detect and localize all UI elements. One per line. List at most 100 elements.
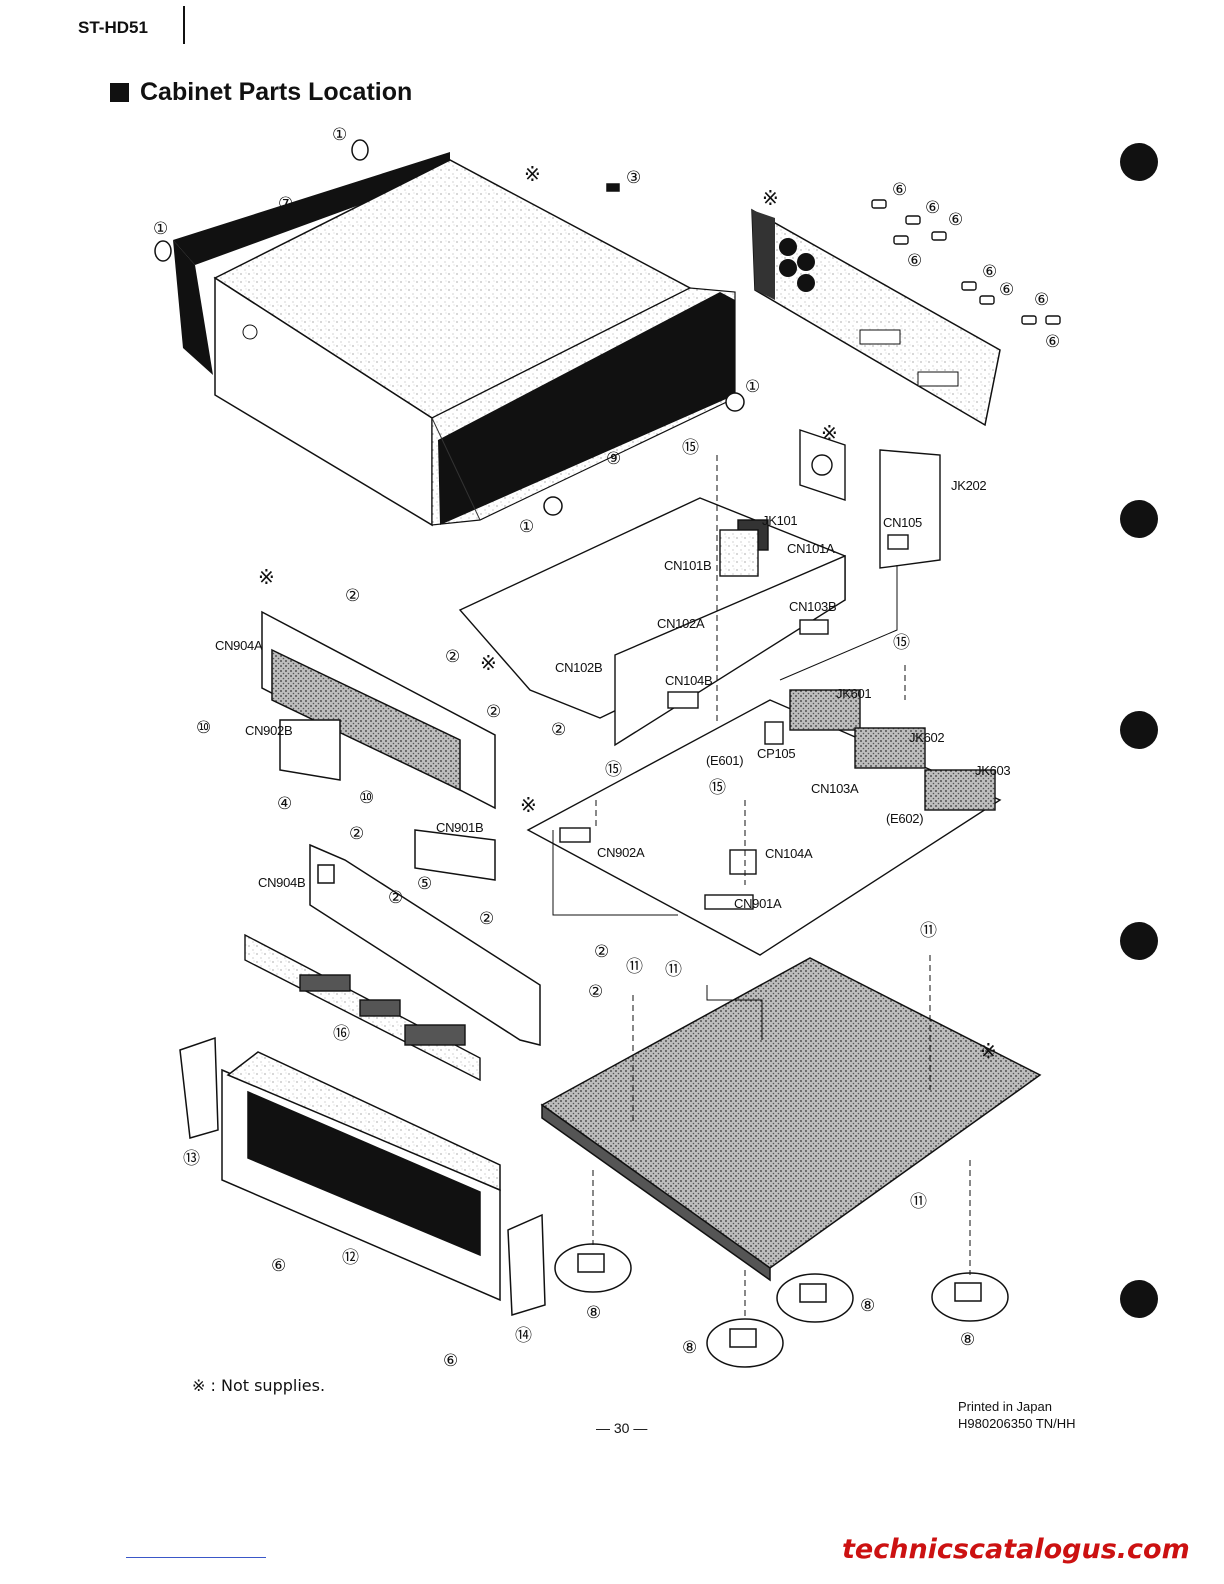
connector-labels: JK202 CN105 JK101 CN101B CN101A CN103B C… <box>215 478 1011 911</box>
callout-3: ③ <box>626 168 641 188</box>
binder-hole-1 <box>1120 143 1158 181</box>
not-supplied-mark-5: ※ <box>480 651 497 675</box>
top-cover <box>173 152 736 527</box>
title-square-icon <box>110 83 129 102</box>
callout-8-b: ⑧ <box>860 1296 875 1316</box>
callout-2-e: ② <box>349 824 364 844</box>
callout-6-front-b: ⑥ <box>443 1351 458 1371</box>
callout-8-c: ⑧ <box>682 1338 697 1358</box>
callout-2-c: ② <box>486 702 501 722</box>
not-supplied-mark-4: ※ <box>258 565 275 589</box>
label-jk602: JK602 <box>909 730 944 745</box>
callout-16: ⑯ <box>333 1024 350 1044</box>
callout-11-b: ⑪ <box>665 960 682 980</box>
callout-6-r1: ⑥ <box>892 180 907 200</box>
callout-6-r4: ⑥ <box>907 251 922 271</box>
callout-15-b: ⑮ <box>893 633 910 653</box>
screws-top <box>154 139 745 516</box>
not-supplied-mark-3: ※ <box>821 421 838 445</box>
callout-6-r5: ⑥ <box>982 262 997 282</box>
callout-15-c: ⑮ <box>605 760 622 780</box>
not-supplied-mark-7: ※ <box>980 1039 997 1063</box>
main-pcb <box>458 497 846 747</box>
print-info: Printed in Japan H980206350 TN/HH <box>958 1398 1076 1432</box>
callout-2-i: ② <box>588 982 603 1002</box>
feet <box>554 1243 1009 1368</box>
model-number: ST-HD51 <box>78 18 148 37</box>
callout-6-r7: ⑥ <box>1034 290 1049 310</box>
callout-2-h: ② <box>594 942 609 962</box>
label-jk202: JK202 <box>951 478 986 493</box>
callout-6-front-a: ⑥ <box>271 1256 286 1276</box>
callout-5: ⑤ <box>417 874 432 894</box>
callout-1-left: ① <box>153 219 168 239</box>
callout-6-r8: ⑥ <box>1045 332 1060 352</box>
header-divider <box>183 6 185 44</box>
callout-4: ④ <box>277 794 292 814</box>
callout-2-a: ② <box>345 586 360 606</box>
callout-11-c: ⑪ <box>920 921 937 941</box>
callout-6-r2: ⑥ <box>925 198 940 218</box>
label-cn102b: CN102B <box>555 660 602 675</box>
callout-2-b: ② <box>445 647 460 667</box>
callout-14: ⑭ <box>515 1326 532 1346</box>
front-bracket <box>309 843 541 1046</box>
label-e602: (E602) <box>886 811 923 826</box>
callout-1-bottom: ① <box>519 517 534 537</box>
not-supplied-legend: ※ : Not supplies. <box>192 1376 326 1395</box>
front-panel <box>179 1036 546 1316</box>
callout-7: ⑦ <box>278 194 293 214</box>
callout-9: ⑨ <box>606 449 621 469</box>
leader-lines <box>592 455 971 1320</box>
label-jk603: JK603 <box>975 763 1010 778</box>
label-cn105: CN105 <box>883 515 922 530</box>
callout-6-r6: ⑥ <box>999 280 1014 300</box>
binder-hole-5 <box>1120 1280 1158 1318</box>
label-cp105: CP105 <box>757 746 795 761</box>
label-cn904b: CN904B <box>258 875 305 890</box>
watermark-link[interactable]: technicscatalogus.com <box>842 1534 1190 1565</box>
callout-1-right: ① <box>745 377 760 397</box>
binder-hole-2 <box>1120 500 1158 538</box>
callout-11-a: ⑪ <box>626 957 643 977</box>
callout-2-d: ② <box>551 720 566 740</box>
callout-8-d: ⑧ <box>960 1330 975 1350</box>
label-cn103b: CN103B <box>789 599 836 614</box>
callout-10-a: ⑩ <box>196 718 211 738</box>
callout-11-d: ⑪ <box>910 1192 927 1212</box>
rear-screws <box>871 199 1061 325</box>
label-jk601: JK601 <box>836 686 871 701</box>
callout-12: ⑫ <box>342 1248 359 1268</box>
callout-15-a: ⑮ <box>682 438 699 458</box>
callouts: ① ① ① ① ⑦ ③ ⑨ ⑥ ⑥ ⑥ ⑥ ⑥ ⑥ ⑥ ⑥ ⑮ ⑮ ⑮ ⑮ ② … <box>153 125 1060 1371</box>
link-underline <box>126 1557 266 1558</box>
not-supplied-mark-6: ※ <box>520 793 537 817</box>
label-e601: (E601) <box>706 753 743 768</box>
label-cn904a: CN904A <box>215 638 263 653</box>
binder-hole-4 <box>1120 922 1158 960</box>
printed-line-1: Printed in Japan <box>958 1399 1052 1414</box>
label-cn902a: CN902A <box>597 845 645 860</box>
printed-line-2: H980206350 TN/HH <box>958 1416 1076 1431</box>
binder-hole-3 <box>1120 711 1158 749</box>
callout-10-b: ⑩ <box>359 788 374 808</box>
callout-8-a: ⑧ <box>586 1303 601 1323</box>
bottom-chassis <box>540 957 1042 1282</box>
rear-panel <box>751 208 1001 810</box>
callout-15-d: ⑮ <box>709 778 726 798</box>
page-title: Cabinet Parts Location <box>140 78 413 106</box>
button-strip <box>244 933 481 1082</box>
callout-1-top: ① <box>332 125 347 145</box>
label-cn104b: CN104B <box>665 673 712 688</box>
bracket-jk <box>799 429 941 569</box>
not-supplied-mark-2: ※ <box>762 186 779 210</box>
label-cn104a: CN104A <box>765 846 813 861</box>
not-supplied-mark-1: ※ <box>524 162 541 186</box>
connector-lines <box>552 565 898 1040</box>
label-cn101b: CN101B <box>664 558 711 573</box>
label-cn902b: CN902B <box>245 723 292 738</box>
callout-2-g: ② <box>479 909 494 929</box>
callout-13: ⑬ <box>183 1149 200 1169</box>
label-cn101a: CN101A <box>787 541 835 556</box>
